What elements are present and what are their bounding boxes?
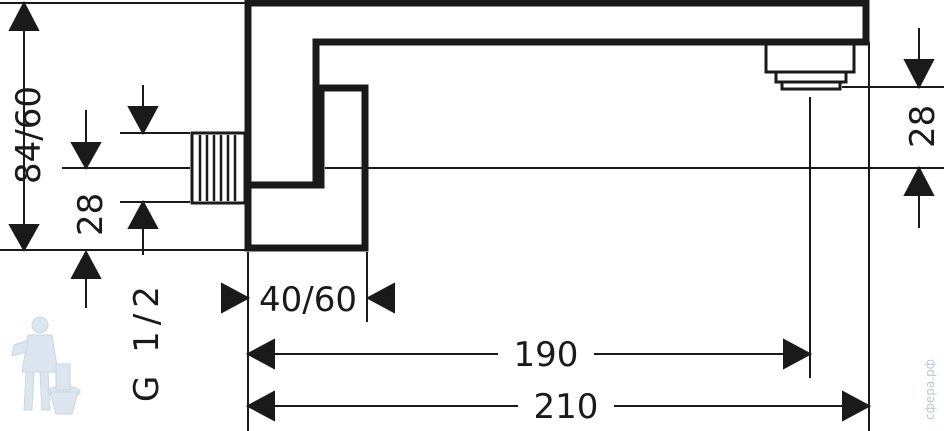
nozzle-tip [780,80,842,91]
inlet-body [190,131,247,205]
dim-projection-to-outlet: 190 [514,335,579,375]
wall-mount-block [244,84,369,252]
outlet-nozzle [764,42,856,91]
dim-thread: G 1/2 [127,280,167,402]
dim-overall-height: 84/60 [9,86,49,184]
watermark-text: сфера.рф [923,359,937,420]
plumber-logo [11,316,81,415]
shower-arm-outline [244,0,870,252]
dim-outlet-height: 28 [903,105,943,148]
arm-upper-contour [244,0,870,189]
dim-base-width: 40/60 [259,280,357,320]
nozzle-body [764,42,856,74]
dimension-arrows [8,0,935,422]
dim-total-projection: 210 [534,387,599,427]
dim-inlet-height: 28 [71,193,111,236]
threaded-inlet [190,131,247,205]
